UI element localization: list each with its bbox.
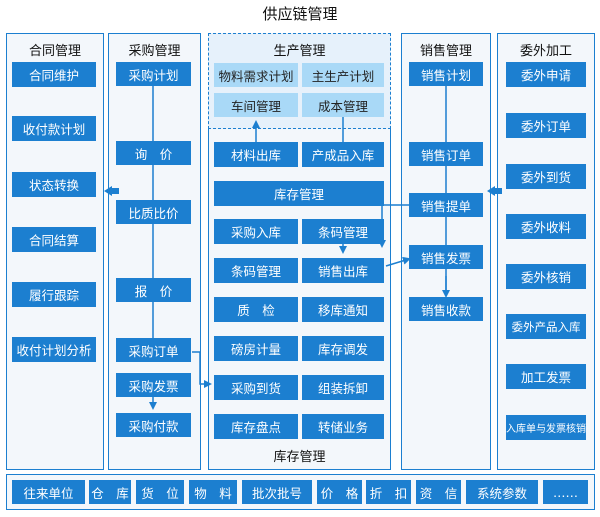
outsourcing-item[interactable]: 委外到货 bbox=[506, 164, 586, 189]
sales-item[interactable]: 销售订单 bbox=[409, 142, 483, 166]
bottom-bar-item[interactable]: 资 信 bbox=[416, 480, 461, 504]
bottom-bar-item[interactable]: 批次批号 bbox=[242, 480, 312, 504]
contract-item[interactable]: 收付款计划 bbox=[12, 116, 96, 141]
outsourcing-item[interactable]: 委外申请 bbox=[506, 62, 586, 87]
inventory-item[interactable]: 条码管理 bbox=[302, 219, 384, 244]
inventory-panel-title: 库存管理 bbox=[273, 450, 326, 465]
inventory-item[interactable]: 材料出库 bbox=[214, 142, 298, 167]
inventory-item[interactable]: 采购入库 bbox=[214, 219, 298, 244]
delivery-to-sales-out-arrow bbox=[378, 204, 410, 248]
inventory-item[interactable]: 库存调发 bbox=[302, 336, 384, 361]
inventory-item[interactable]: 销售出库 bbox=[302, 258, 384, 283]
contract-item[interactable]: 收付计划分析 bbox=[12, 337, 96, 362]
production-item[interactable]: 物料需求计划 bbox=[214, 63, 298, 87]
inventory-item[interactable]: 库存管理 bbox=[214, 181, 384, 206]
inventory-item[interactable]: 库存盘点 bbox=[214, 414, 298, 439]
production-item[interactable]: 车间管理 bbox=[214, 93, 298, 117]
page-title: 供应链管理 bbox=[262, 5, 338, 23]
purchase-item[interactable]: 采购付款 bbox=[116, 413, 191, 437]
production-item[interactable]: 成本管理 bbox=[302, 93, 384, 117]
inventory-item[interactable]: 转储业务 bbox=[302, 414, 384, 439]
purchase-item[interactable]: 询 价 bbox=[116, 141, 191, 165]
contract-arrow-stem bbox=[112, 188, 119, 194]
contract-item[interactable]: 合同结算 bbox=[12, 227, 96, 252]
sales-out-to-invoice-arrow bbox=[385, 256, 411, 267]
contract-item[interactable]: 合同维护 bbox=[12, 62, 96, 87]
purchase-item[interactable]: 采购计划 bbox=[116, 62, 191, 86]
bottom-bar-item[interactable]: 货 位 bbox=[136, 480, 184, 504]
outsourcing-item[interactable]: 委外订单 bbox=[506, 113, 586, 138]
production-panel-title: 生产管理 bbox=[273, 44, 326, 59]
outsourcing-item[interactable]: 加工发票 bbox=[506, 364, 586, 389]
contract-item[interactable]: 履行跟踪 bbox=[12, 282, 96, 307]
inventory-item[interactable]: 条码管理 bbox=[214, 258, 298, 283]
outsourcing-panel-title: 委外加工 bbox=[519, 44, 572, 59]
contract-panel-title: 合同管理 bbox=[28, 44, 81, 59]
inventory-item[interactable]: 磅房计量 bbox=[214, 336, 298, 361]
bottom-bar-item[interactable]: 价 格 bbox=[317, 480, 362, 504]
sales-panel-title: 销售管理 bbox=[419, 44, 472, 59]
outsourcing-panel: 委外加工 bbox=[497, 33, 595, 470]
sales-item[interactable]: 销售发票 bbox=[409, 245, 483, 269]
order-to-arrival-arrow bbox=[192, 351, 212, 388]
sales-item[interactable]: 销售收款 bbox=[409, 297, 483, 321]
bottom-bar-item[interactable]: 物 料 bbox=[189, 480, 237, 504]
bottom-bar-item[interactable]: 折 扣 bbox=[366, 480, 411, 504]
inventory-item[interactable]: 产成品入库 bbox=[302, 142, 384, 167]
purchase-panel: 采购管理 bbox=[108, 33, 201, 470]
inventory-item[interactable]: 移库通知 bbox=[302, 297, 384, 322]
inventory-item[interactable]: 质 检 bbox=[214, 297, 298, 322]
purchase-item[interactable]: 比质比价 bbox=[116, 200, 191, 224]
bottom-bar-item[interactable]: 仓 库 bbox=[89, 480, 131, 504]
sales-item[interactable]: 销售提单 bbox=[409, 193, 483, 217]
bottom-bar-item[interactable]: 系统参数 bbox=[466, 480, 538, 504]
production-item[interactable]: 主生产计划 bbox=[302, 63, 384, 87]
contract-arrow-icon bbox=[104, 186, 112, 196]
purchase-item[interactable]: 报 价 bbox=[116, 278, 191, 302]
inventory-item[interactable]: 组装拆卸 bbox=[302, 375, 384, 400]
sales-arrow-icon bbox=[487, 186, 495, 196]
contract-item[interactable]: 状态转换 bbox=[12, 172, 96, 197]
outsourcing-item[interactable]: 委外核销 bbox=[506, 264, 586, 289]
sales-item[interactable]: 销售计划 bbox=[409, 62, 483, 86]
outsourcing-item[interactable]: 委外产品入库 bbox=[506, 314, 586, 339]
outsourcing-item[interactable]: 委外收料 bbox=[506, 214, 586, 239]
bottom-bar-item[interactable]: 往来单位 bbox=[12, 480, 85, 504]
sales-arrow-stem bbox=[495, 188, 502, 194]
purchase-item[interactable]: 采购订单 bbox=[116, 338, 191, 362]
purchase-item[interactable]: 采购发票 bbox=[116, 373, 191, 397]
outsourcing-item[interactable]: 入库单与发票核销 bbox=[506, 415, 586, 440]
bottom-bar-item[interactable]: …… bbox=[543, 480, 588, 504]
purchase-panel-title: 采购管理 bbox=[128, 44, 181, 59]
inventory-item[interactable]: 采购到货 bbox=[214, 375, 298, 400]
